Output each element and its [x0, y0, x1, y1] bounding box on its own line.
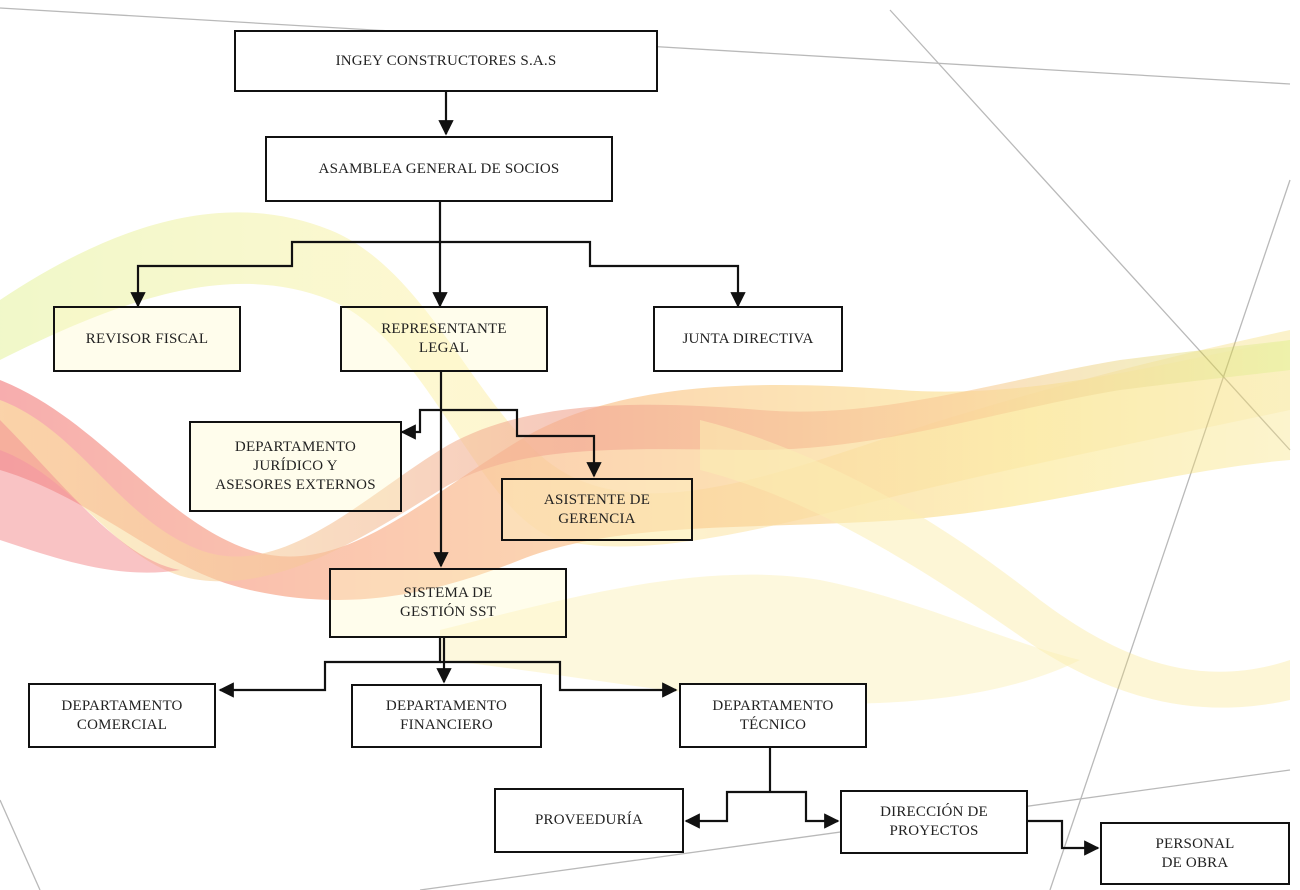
- node-representante-legal: REPRESENTANTE LEGAL: [340, 306, 548, 372]
- node-direccion-proyectos: DIRECCIÓN DE PROYECTOS: [840, 790, 1028, 854]
- edge-sst-comercial: [218, 638, 442, 698]
- node-junta-directiva: JUNTA DIRECTIVA: [653, 306, 843, 372]
- connectors: [130, 92, 1100, 856]
- edge-asamblea-revisor: [130, 202, 442, 308]
- background-decoration: [0, 7, 1291, 890]
- edge-asamblea-junta: [440, 240, 746, 308]
- node-asamblea-general: ASAMBLEA GENERAL DE SOCIOS: [265, 136, 613, 202]
- node-ingey-constructores: INGEY CONSTRUCTORES S.A.S: [234, 30, 658, 92]
- node-asistente-gerencia: ASISTENTE DE GERENCIA: [501, 478, 693, 541]
- edge-sst-tecnico: [440, 660, 678, 698]
- edge-representante-juridico: [400, 408, 441, 440]
- node-revisor-fiscal: REVISOR FISCAL: [53, 306, 241, 372]
- node-proveeduria: PROVEEDURÍA: [494, 788, 684, 853]
- node-sistema-gestion-sst: SISTEMA DE GESTIÓN SST: [329, 568, 567, 638]
- node-departamento-financiero: DEPARTAMENTO FINANCIERO: [351, 684, 542, 748]
- node-departamento-comercial: DEPARTAMENTO COMERCIAL: [28, 683, 216, 748]
- edge-tecnico-direccion: [770, 790, 840, 829]
- node-departamento-juridico: DEPARTAMENTO JURÍDICO Y ASESORES EXTERNO…: [189, 421, 402, 512]
- background-ribbon: [0, 212, 1290, 708]
- node-departamento-tecnico: DEPARTAMENTO TÉCNICO: [679, 683, 867, 748]
- node-personal-obra: PERSONAL DE OBRA: [1100, 822, 1290, 885]
- edge-tecnico-proveeduria: [684, 790, 770, 829]
- edge-direccion-personal: [1028, 819, 1100, 856]
- edge-representante-asistente: [441, 408, 602, 478]
